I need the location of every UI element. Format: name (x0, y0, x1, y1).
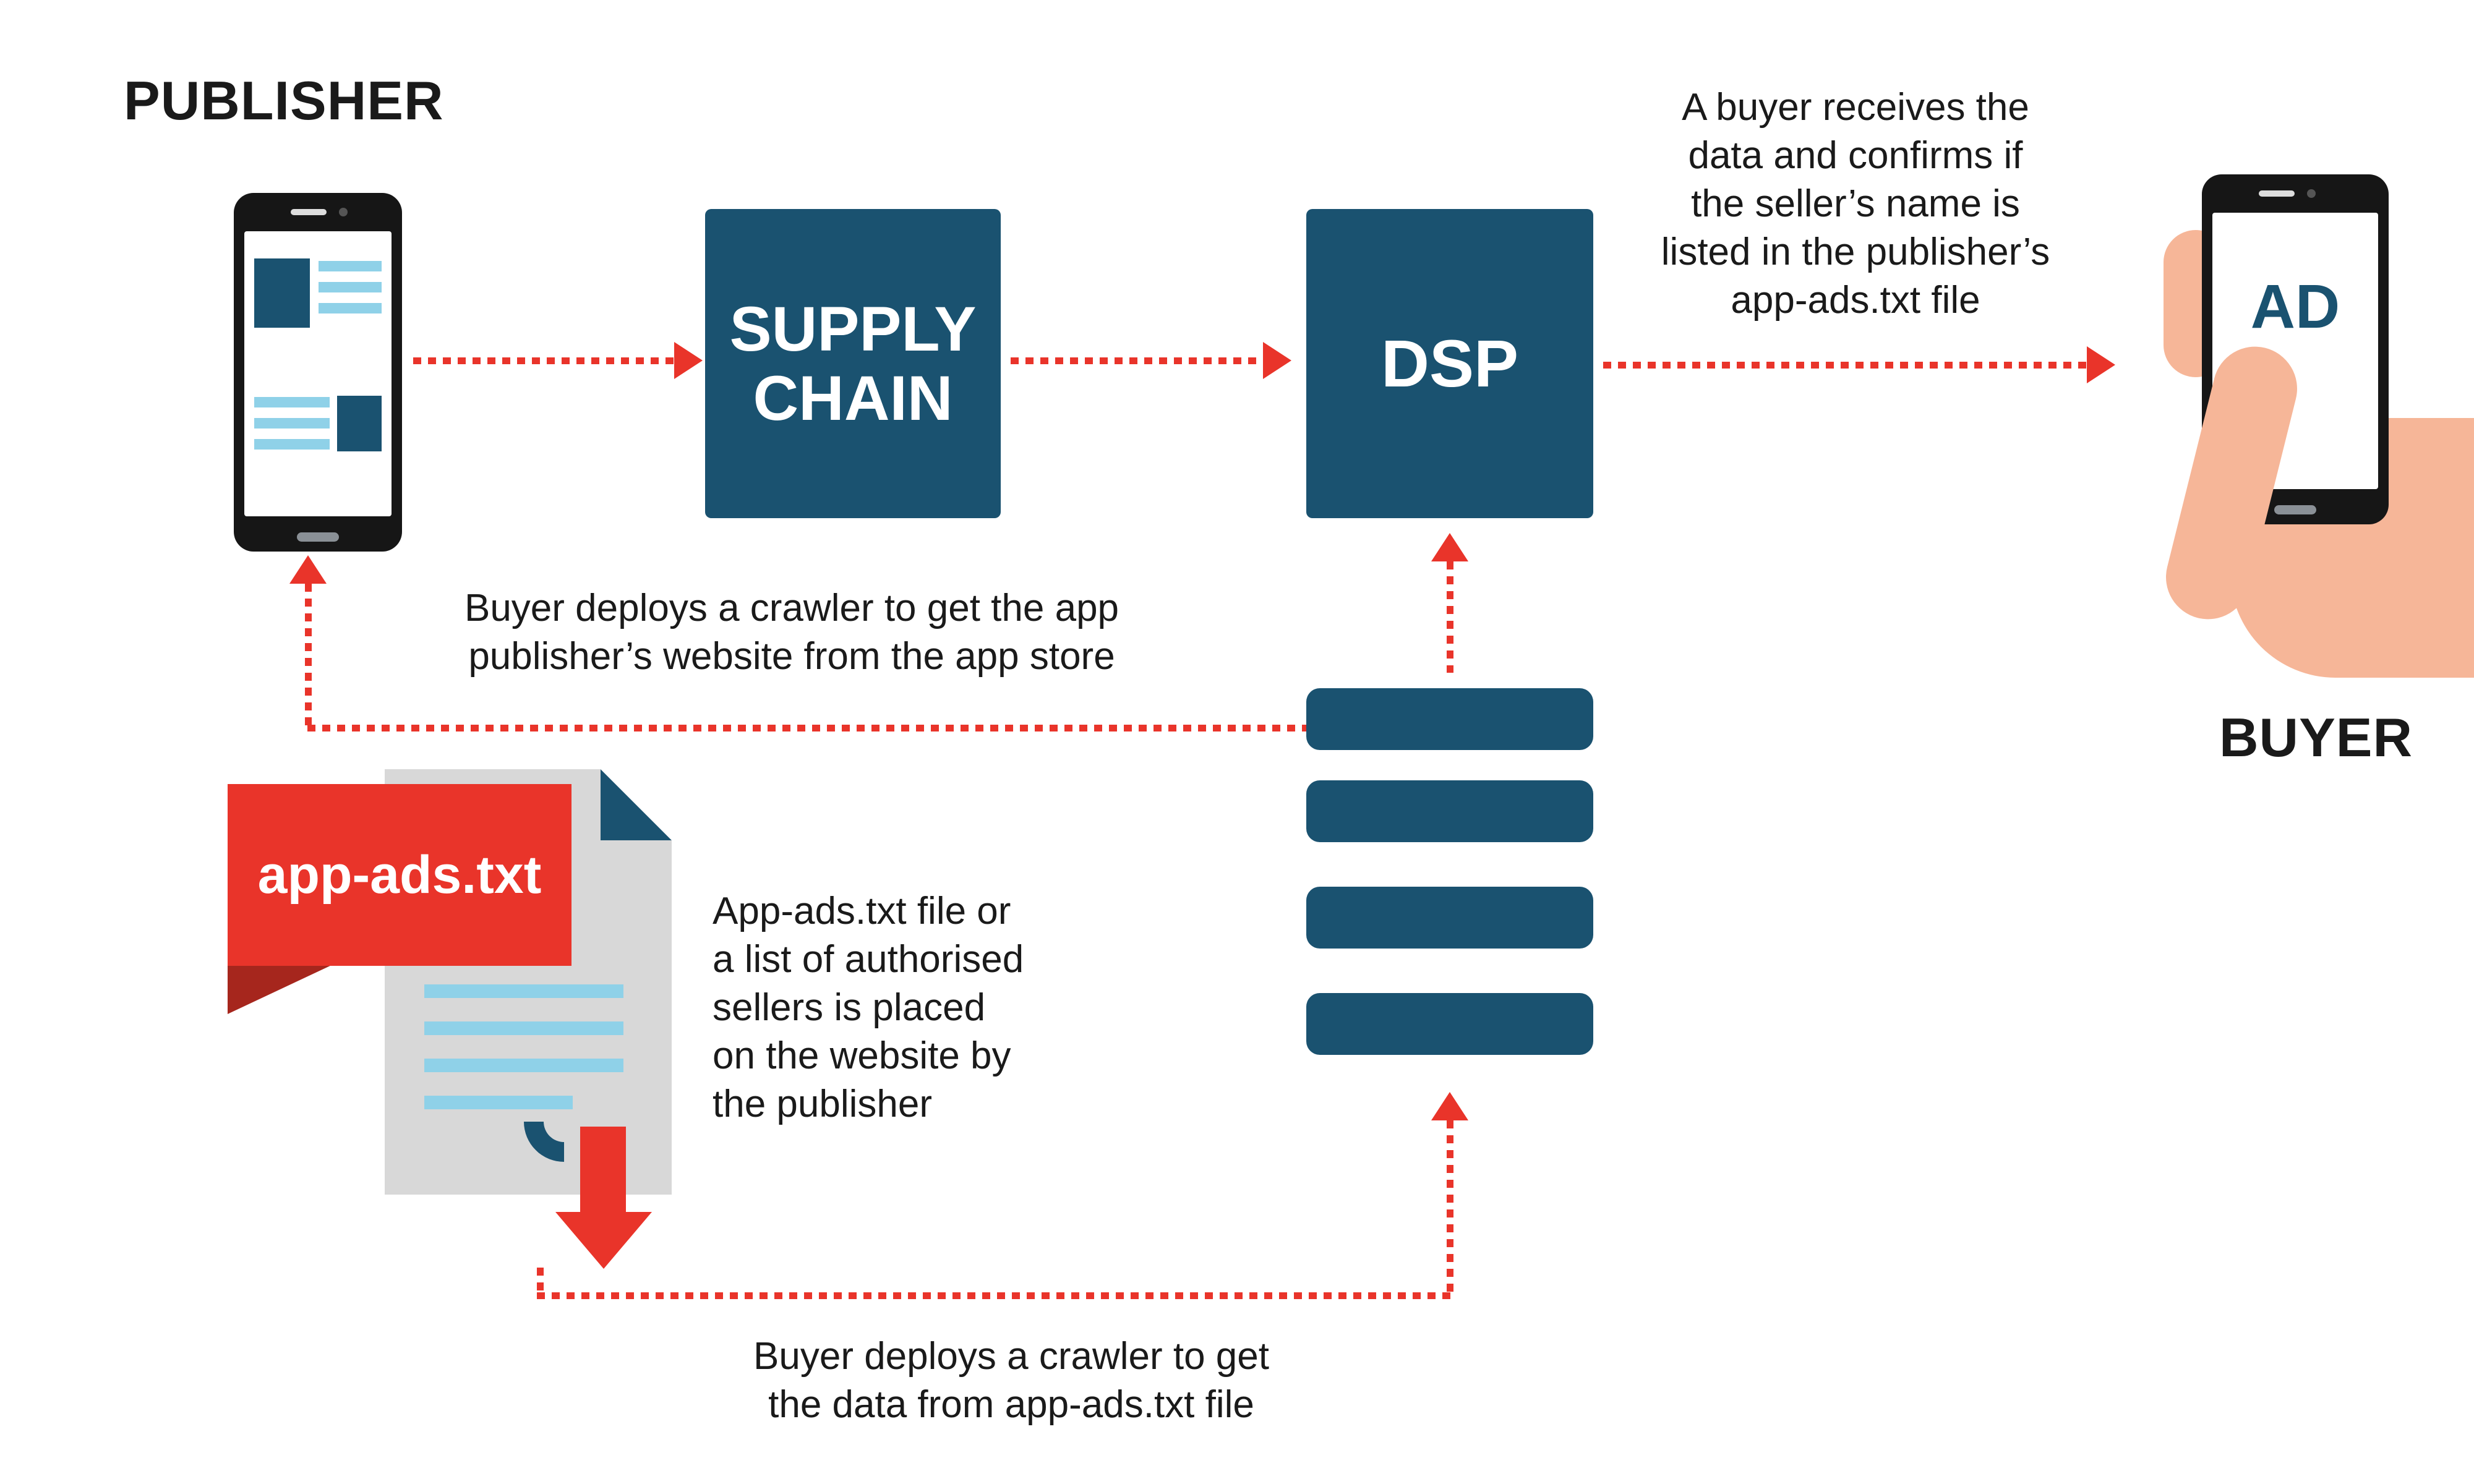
dotted-line (305, 584, 312, 727)
arrowhead-right-icon (674, 342, 703, 379)
screen-image-block (254, 258, 310, 328)
database-bar (1306, 688, 1593, 750)
ribbon-fold-icon (228, 965, 333, 1014)
note-crawler-data: Buyer deploys a crawler to get the data … (753, 1335, 1269, 1426)
arrowhead-right-icon (1263, 342, 1291, 379)
buyer-label: BUYER (2219, 707, 2413, 768)
publisher-phone-icon (234, 193, 402, 552)
dsp-node: DSP (1306, 209, 1593, 518)
supply-chain-label: SUPPLY CHAIN (729, 293, 977, 433)
screen-image-block (337, 396, 382, 451)
dotted-line (307, 725, 1306, 731)
arrowhead-up-icon (1431, 1092, 1468, 1120)
database-bar (1306, 993, 1593, 1055)
supply-chain-node: SUPPLY CHAIN (705, 209, 1001, 518)
dsp-label: DSP (1380, 325, 1519, 401)
screen-text-line (319, 261, 382, 271)
phone-camera-icon (339, 208, 348, 216)
database-bar (1306, 887, 1593, 949)
phone-speaker-icon (291, 209, 327, 215)
dotted-line (537, 1268, 544, 1296)
document-text-line (424, 1021, 623, 1035)
folded-corner-icon (601, 769, 672, 840)
phone-home-button-icon (297, 532, 339, 542)
dotted-line (1447, 1120, 1453, 1295)
note-crawler-website: Buyer deploys a crawler to get the app p… (464, 587, 1119, 678)
phone-camera-icon (2307, 189, 2316, 198)
phone-home-button-icon (2274, 505, 2316, 514)
screen-text-line (319, 282, 382, 292)
document-text-line (424, 984, 623, 998)
dotted-line (537, 1292, 1453, 1299)
ad-label: AD (2250, 272, 2340, 341)
dotted-line (1603, 362, 2089, 369)
screen-text-line (254, 439, 330, 450)
publisher-phone-screen (244, 231, 392, 516)
download-arrow-icon (580, 1127, 626, 1213)
arrowhead-up-icon (289, 555, 327, 584)
download-arrowhead-icon (555, 1212, 652, 1269)
ribbon-label: app-ads.txt (257, 845, 542, 905)
app-ads-ribbon: app-ads.txt (228, 784, 571, 966)
document-text-line (424, 1059, 623, 1072)
note-file-placed: App-ads.txt file or a list of authorised… (713, 890, 1024, 1126)
screen-text-line (254, 418, 330, 429)
screen-text-line (254, 397, 330, 407)
dotted-line (1011, 357, 1264, 364)
document-text-line (424, 1096, 573, 1109)
screen-text-line (319, 303, 382, 313)
note-buyer-receives: A buyer receives the data and confirms i… (1661, 86, 2050, 322)
dotted-line (1447, 561, 1453, 673)
database-bar (1306, 780, 1593, 842)
phone-speaker-icon (2259, 190, 2295, 197)
arrowhead-up-icon (1431, 533, 1468, 561)
arrowhead-right-icon (2087, 346, 2115, 383)
publisher-label: PUBLISHER (124, 70, 444, 131)
dotted-line (413, 357, 675, 364)
